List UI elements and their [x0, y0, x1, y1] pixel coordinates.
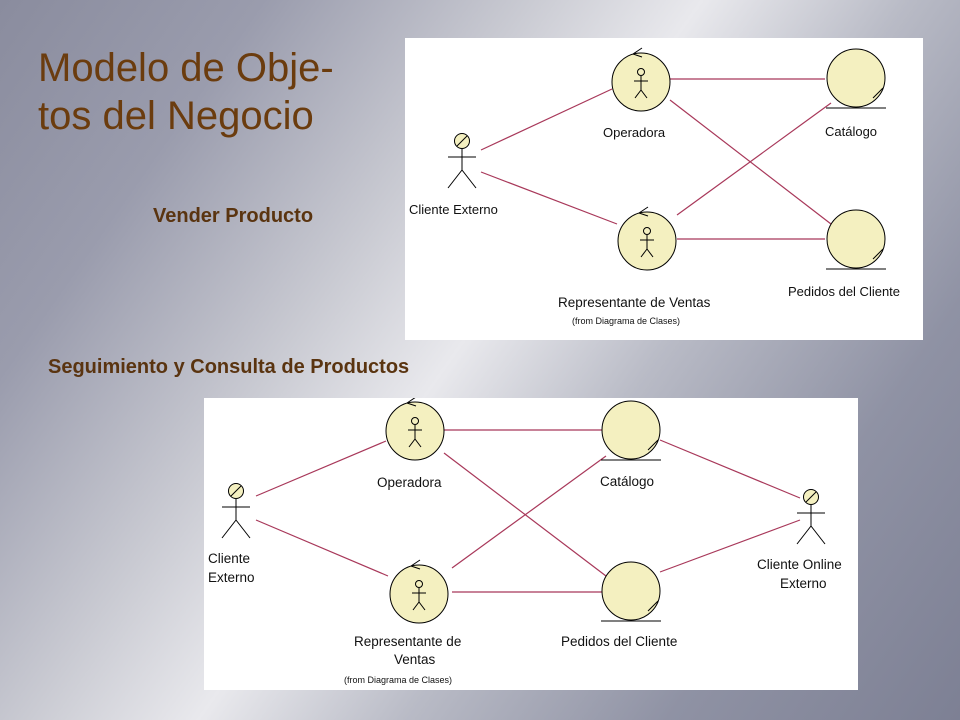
seguimiento-caption: Seguimiento y Consulta de Productos — [48, 356, 410, 378]
representante-label: Representante de Ventas — [558, 295, 711, 310]
catalogo-label: Catálogo — [825, 124, 877, 139]
assoc-cliente-representante — [480, 171, 618, 225]
assoc-catalogo-cliente-online — [659, 439, 801, 499]
pedidos-label: Pedidos del Cliente — [561, 634, 677, 649]
operadora-label: Operadora — [377, 475, 442, 490]
catalogo-entity-icon — [601, 400, 661, 461]
representante-from-note: (from Diagrama de Clases) — [572, 316, 680, 326]
cliente-externo-label-line1: Cliente — [208, 551, 250, 566]
title-line-1: Modelo de Obje- — [38, 46, 334, 90]
representante-label-line1: Representante de — [354, 634, 461, 649]
assoc-cliente-representante — [255, 519, 389, 577]
cliente-online-actor-icon — [796, 489, 826, 545]
operadora-worker-icon — [611, 47, 671, 112]
assoc-cliente-operadora — [480, 88, 613, 151]
catalogo-entity-icon — [826, 48, 886, 109]
seguimiento-diagram: Cliente Externo Operadora Representante … — [204, 396, 858, 690]
slide-title: Modelo de Obje- tos del Negocio — [38, 44, 378, 140]
cliente-online-label-line1: Cliente Online — [757, 557, 842, 572]
assoc-pedidos-cliente-online — [659, 519, 801, 573]
title-line-2: tos del Negocio — [38, 94, 314, 138]
cliente-externo-actor-icon — [447, 133, 477, 189]
catalogo-label: Catálogo — [600, 474, 654, 489]
diagram2-associations — [255, 429, 801, 593]
assoc-cliente-operadora — [255, 440, 387, 497]
representante-worker-icon — [389, 559, 449, 624]
operadora-worker-icon — [385, 396, 445, 461]
diagram1-associations — [480, 78, 832, 240]
vender-producto-caption: Vender Producto — [153, 205, 314, 227]
cliente-externo-label-line2: Externo — [208, 570, 255, 585]
pedidos-entity-icon — [826, 209, 886, 270]
cliente-externo-actor-icon — [221, 483, 251, 539]
pedidos-entity-icon — [601, 561, 661, 622]
diagram1-canvas: Cliente Externo Operadora Representante … — [409, 47, 900, 326]
pedidos-label: Pedidos del Cliente — [788, 284, 900, 299]
vender-producto-diagram: Cliente Externo Operadora Representante … — [405, 38, 923, 340]
representante-from-note: (from Diagrama de Clases) — [344, 675, 452, 685]
diagram2-canvas: Cliente Externo Operadora Representante … — [208, 396, 842, 685]
cliente-online-label-line2: Externo — [780, 576, 827, 591]
assoc-representante-catalogo — [676, 102, 832, 216]
representante-worker-icon — [617, 206, 677, 271]
representante-label-line2: Ventas — [394, 652, 436, 667]
assoc-representante-catalogo — [451, 455, 607, 569]
operadora-label: Operadora — [603, 125, 666, 140]
cliente-externo-label: Cliente Externo — [409, 202, 498, 217]
